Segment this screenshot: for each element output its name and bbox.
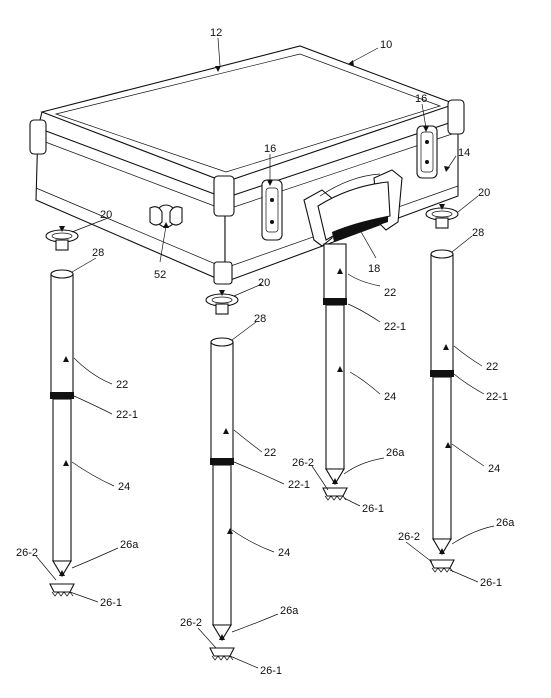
latch-right <box>416 125 438 179</box>
label-thread-d: 28 <box>472 227 484 239</box>
label-handle: 18 <box>368 263 380 275</box>
label-pad-a: 26-1 <box>100 597 122 609</box>
label-body: 14 <box>458 147 470 159</box>
corner-guard <box>213 261 233 285</box>
label-lower-tube-c: 24 <box>384 391 396 403</box>
label-upper-tube-a: 22 <box>116 379 128 391</box>
corner-guard <box>29 119 47 155</box>
cap-front-left <box>45 229 79 251</box>
label-tip-d: 26a <box>496 517 515 529</box>
label-case: 10 <box>380 39 392 51</box>
reference-labels: 12 10 16 16 14 18 52 20 20 20 28 28 28 2… <box>16 27 515 677</box>
label-cap-a: 20 <box>100 209 112 221</box>
label-joint-c: 26-2 <box>292 457 314 469</box>
label-ring-c: 22-1 <box>384 321 406 333</box>
latch-left <box>261 179 283 241</box>
leg-front-center <box>209 337 235 661</box>
label-lower-tube-b: 24 <box>278 547 290 559</box>
suitcase-seam-front <box>39 139 226 211</box>
label-knob: 52 <box>154 269 166 281</box>
label-tip-c: 26a <box>386 447 405 459</box>
label-upper-tube-c: 22 <box>384 287 396 299</box>
arrow-markers <box>59 60 451 640</box>
carry-handle <box>303 169 403 247</box>
cap-front-center <box>205 293 239 315</box>
label-latch-left: 16 <box>264 143 276 155</box>
label-tip-b: 26a <box>280 605 299 617</box>
label-tip-a: 26a <box>120 539 139 551</box>
suitcase-base-front <box>35 187 226 269</box>
corner-guard <box>213 175 235 217</box>
label-joint-d: 26-2 <box>398 531 420 543</box>
leg-center-back <box>322 243 348 501</box>
label-ring-b: 22-1 <box>288 479 310 491</box>
label-pad-c: 26-1 <box>362 503 384 515</box>
label-lower-tube-d: 24 <box>488 463 500 475</box>
label-pad-d: 26-1 <box>480 577 502 589</box>
label-pad-b: 26-1 <box>260 665 282 677</box>
label-cap-d: 20 <box>478 187 490 199</box>
leg-back-right <box>429 249 455 573</box>
label-upper-tube-b: 22 <box>264 447 276 459</box>
suitcase <box>29 45 465 285</box>
label-cap-b: 20 <box>258 277 270 289</box>
label-joint-b: 26-2 <box>180 617 202 629</box>
label-thread-a: 28 <box>92 247 104 259</box>
label-latch-right: 16 <box>415 93 427 105</box>
leader-lines <box>35 37 495 669</box>
cap-back-right <box>425 207 459 229</box>
label-joint-a: 26-2 <box>16 547 38 559</box>
label-lid: 12 <box>210 27 222 39</box>
leg-front-left <box>49 269 75 597</box>
label-upper-tube-d: 22 <box>486 361 498 373</box>
corner-guard <box>447 99 465 135</box>
label-lower-tube-a: 24 <box>118 481 130 493</box>
label-ring-d: 22-1 <box>486 391 508 403</box>
suitcase-lid-inner <box>54 53 442 173</box>
label-thread-b: 28 <box>254 313 266 325</box>
label-ring-a: 22-1 <box>116 409 138 421</box>
